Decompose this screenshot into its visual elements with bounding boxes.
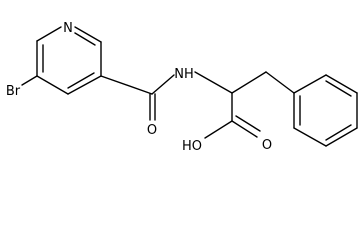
phenyl-bond-5 [293,127,327,147]
pyridine-bond-c2-c3 [36,75,69,95]
phenyl-ring [293,74,358,147]
bond-alpha-ch2 [231,71,267,94]
bond-carboxyl-c-o-b [235,115,261,132]
bond-carbonyl-nh [151,74,175,95]
pyridine-bond-c4-n [36,26,62,42]
bond-carboxyl-oh [204,120,233,139]
atom-label-hydroxyl: HO [182,139,202,154]
bond-nh-alpha [194,71,233,94]
atom-label-bromine: Br [6,84,21,99]
pyridine-ring [36,26,102,95]
bond-c-br [21,75,38,86]
phenyl-bond-2 [325,74,358,94]
atom-label-nitrogen-ring: N [63,21,73,36]
chemical-structure: N Br NH O HO O [6,21,358,154]
pyridine-double-bond-inner-1 [67,72,95,89]
bond-ch2-phenyl [265,71,295,94]
pyridine-double-bond-inner-3 [74,32,96,46]
phenyl-double-bond-inner-2 [325,124,352,141]
pyridine-bond-c1-c2 [67,75,102,95]
bond-ring-carbonyl [100,75,153,95]
atom-label-acid-oxygen: O [262,138,272,153]
atom-label-amide-oxygen: O [147,123,157,138]
pyridine-bond-n-c6 [74,26,102,43]
phenyl-bond-4 [325,127,358,147]
bond-carboxyl-c-o-a [231,120,258,138]
phenyl-bond-1 [293,74,327,94]
phenyl-double-bond-inner-1 [325,80,352,97]
atom-label-amide-nitrogen: NH [174,67,194,82]
